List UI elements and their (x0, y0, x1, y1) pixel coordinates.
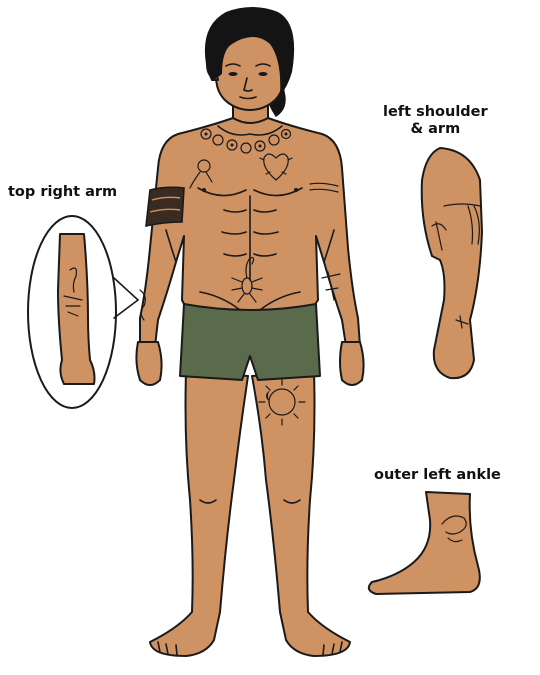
inset-foot (367, 491, 481, 595)
main-figure (135, 7, 365, 657)
arm-inner-lines (165, 229, 335, 263)
inset-connector (113, 277, 140, 319)
left-shoulder-label-line1: left shoulder (383, 104, 488, 120)
left-eye (228, 72, 238, 76)
thorn-heart-icon (259, 153, 293, 181)
collarbones (217, 125, 283, 136)
feather-band-icon (309, 182, 339, 193)
inset-upper-arm (420, 147, 483, 380)
right-leg (251, 371, 351, 657)
top-right-arm-label: top right arm (8, 184, 118, 200)
rose-chest-tattoo (189, 159, 213, 189)
left-shoulder-arm-inset (420, 147, 483, 380)
top-right-arm-inset (27, 215, 140, 409)
right-nipple (294, 188, 298, 192)
outer-left-ankle-label: outer left ankle (374, 467, 501, 483)
right-toes (322, 641, 343, 656)
mouth (239, 96, 257, 100)
left-knee (199, 499, 217, 504)
forearm-small-tattoo (455, 315, 469, 329)
left-brow (225, 63, 241, 67)
left-toes (157, 641, 178, 656)
totem-icon (321, 271, 341, 301)
nose (243, 77, 253, 92)
right-eye (258, 72, 268, 76)
right-hand (339, 341, 365, 386)
scorpion-icon (231, 257, 263, 303)
left-leg (149, 371, 249, 657)
left-nipple (202, 188, 206, 192)
right-brow (255, 63, 271, 67)
left-hand (135, 341, 163, 386)
axe-tattoo (431, 221, 447, 251)
hip-lines (199, 291, 301, 311)
left-shoulder-label-line2: & arm (410, 121, 461, 137)
safety-pin-icon (441, 515, 467, 543)
sun-moon-icon (258, 378, 306, 426)
inset-forearm (57, 233, 96, 385)
shorts (179, 303, 321, 381)
flower-garland-icon (200, 128, 292, 154)
outer-left-ankle-inset (367, 491, 481, 595)
abs-lines (221, 209, 279, 257)
left-shoulder-arm-label: left shoulder & arm (383, 104, 488, 138)
right-knee (283, 499, 301, 504)
scorpion-icon (63, 267, 83, 317)
tribal-band-icon (145, 186, 185, 228)
right-arm-tattoo (139, 289, 146, 321)
feather-band-icon (443, 203, 481, 245)
hair (204, 7, 295, 96)
